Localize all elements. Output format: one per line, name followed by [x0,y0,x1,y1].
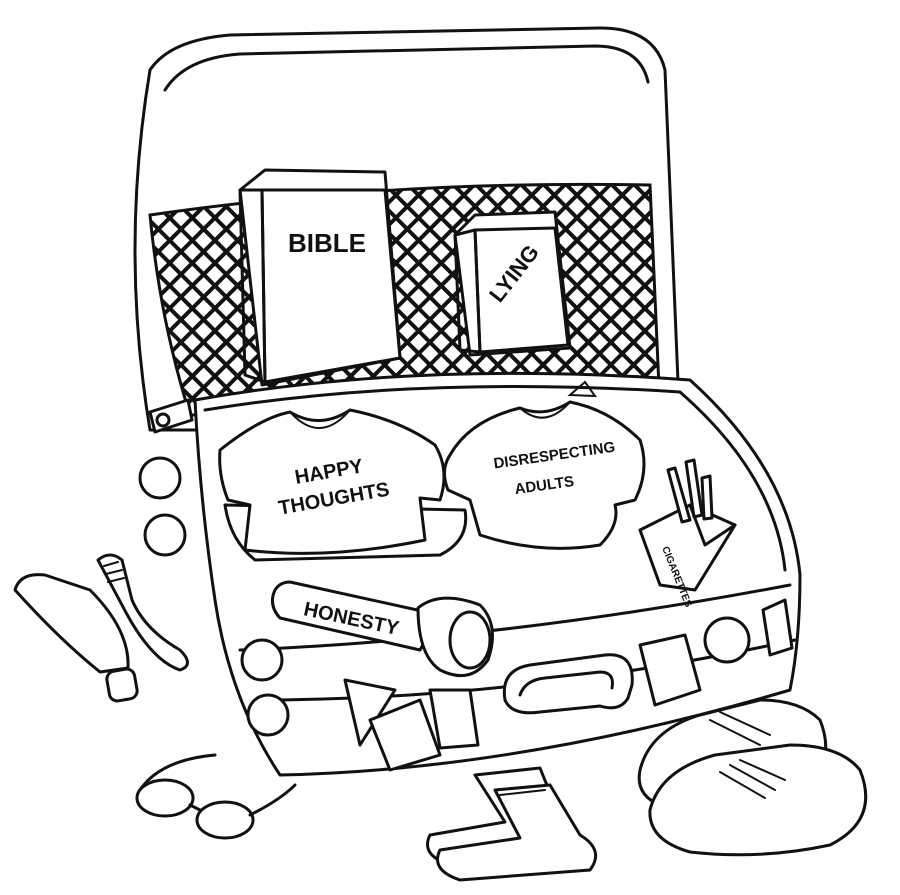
suitcase-handle [502,653,634,715]
shirt-happy-thoughts: HAPPY THOUGHTS [218,408,468,562]
book-lying: LYING [453,210,572,357]
lid-latch [148,398,194,434]
sneakers-icon [637,698,868,857]
suitcase-lid [133,26,682,432]
toothpaste-icon [13,573,139,703]
sunglasses-icon [135,753,297,840]
cigarette-pack-icon: CIGARETTES [638,458,737,609]
suitcase-stickers [343,598,794,772]
book-bible-label: BIBLE [288,228,366,258]
socks-icon [426,766,598,882]
shirt-disrespecting-adults: DISRESPECTING ADULTS [443,380,646,550]
flashlight-honesty: HONESTY [270,580,494,678]
book-bible: BIBLE [238,168,402,387]
toothbrush-icon [96,553,189,672]
